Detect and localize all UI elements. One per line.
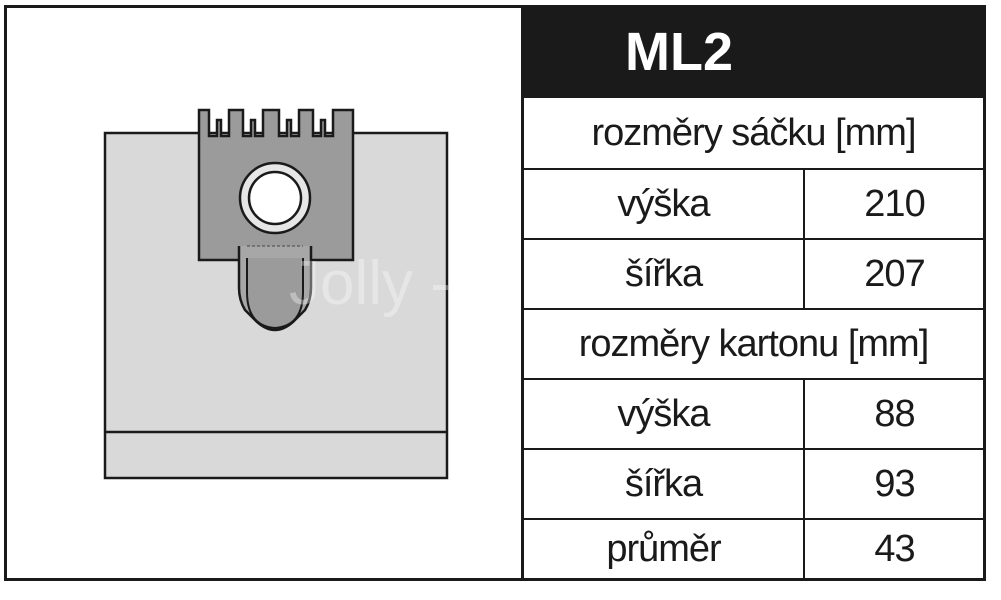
row-value: 93	[874, 462, 915, 505]
section-heading-bag: rozměry sáčku [mm]	[524, 98, 983, 168]
closing-flap-inner	[246, 258, 304, 330]
row-label: šířka	[624, 462, 703, 505]
table-row: šířka 93	[524, 448, 983, 518]
section-heading-carton: rozměry kartonu [mm]	[524, 308, 983, 378]
title-band: ML2	[524, 8, 983, 98]
row-value: 210	[864, 182, 925, 225]
collar-ring-inner	[247, 170, 303, 226]
bag-illustration: Jolly - sáčky	[7, 8, 521, 578]
column-divider	[803, 170, 805, 238]
column-divider	[803, 520, 805, 578]
dimensions-table: ML2 rozměry sáčku [mm] výška 210 šířka 2…	[524, 8, 983, 578]
watermark-text: Jolly - sáčky	[289, 249, 521, 318]
column-divider	[803, 450, 805, 518]
bag-diagram: Jolly - sáčky	[103, 108, 521, 480]
column-divider	[803, 380, 805, 448]
table-row: výška 88	[524, 378, 983, 448]
row-label: průměr	[606, 527, 721, 570]
row-value: 43	[874, 527, 915, 570]
row-label: výška	[617, 182, 710, 225]
spec-sheet: Jolly - sáčky ML2 rozměry sáčku [mm] výš…	[4, 5, 986, 581]
section-heading-label: rozměry kartonu [mm]	[578, 322, 930, 365]
section-heading-label: rozměry sáčku [mm]	[591, 111, 916, 154]
row-value: 207	[864, 252, 925, 295]
table-row: průměr 43	[524, 518, 983, 578]
row-value: 88	[874, 392, 915, 435]
table-row: šířka 207	[524, 238, 983, 308]
product-code: ML2	[625, 22, 733, 82]
panel-divider	[521, 8, 524, 578]
table-row: výška 210	[524, 168, 983, 238]
row-label: šířka	[624, 252, 703, 295]
column-divider	[803, 240, 805, 308]
row-label: výška	[617, 392, 710, 435]
